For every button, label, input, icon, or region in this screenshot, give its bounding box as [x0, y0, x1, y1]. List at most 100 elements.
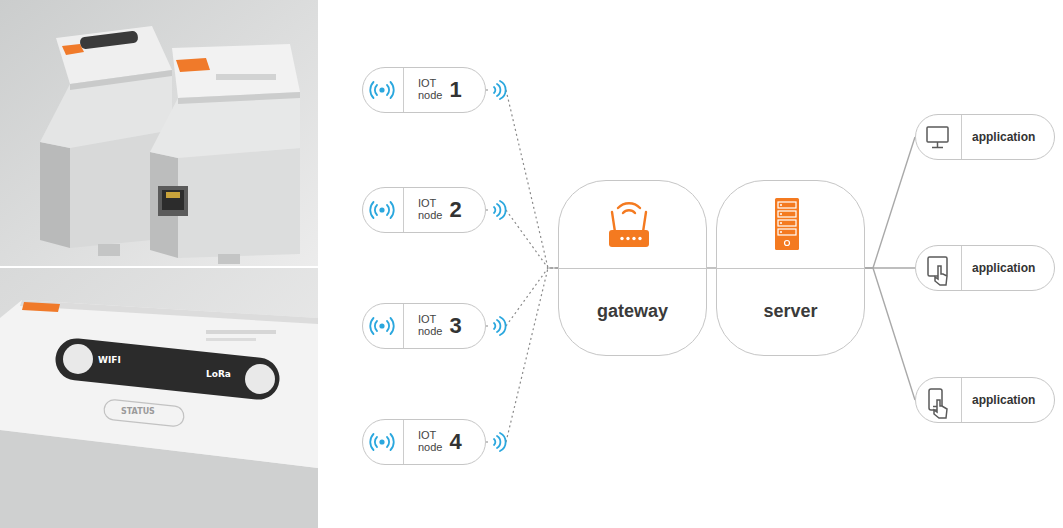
monitor-icon — [927, 127, 948, 142]
text-area: gateway — [559, 269, 706, 356]
node-label: IOT node — [418, 314, 442, 337]
server-icon — [780, 213, 782, 215]
signal-icon — [494, 317, 506, 335]
phone-touch-icon — [934, 400, 947, 418]
node-label: application — [972, 393, 1035, 407]
device-photo-top — [0, 0, 318, 266]
device-photo-top — [79, 31, 138, 50]
device-photo-bottom — [20, 300, 318, 324]
node-label: application — [972, 130, 1035, 144]
node-number: 4 — [449, 429, 461, 455]
text-area: application — [961, 378, 1054, 422]
node-label: IOT node — [418, 78, 442, 101]
device-photo-top — [216, 74, 276, 80]
device-photo-bottom — [0, 268, 318, 528]
iot-node-box: IOT node 4 — [362, 419, 486, 465]
node-label: application — [972, 261, 1035, 275]
application-box: application — [915, 377, 1055, 423]
server-icon — [780, 204, 782, 206]
text-area: application — [961, 115, 1054, 159]
monitor-icon — [927, 127, 948, 148]
node-number: 2 — [449, 197, 461, 223]
server-icon — [775, 198, 799, 250]
device-photo-bottom — [0, 300, 318, 468]
router-icon — [620, 237, 623, 240]
tablet-touch-icon — [928, 257, 947, 285]
iot-node-box: IOT node 3 — [362, 303, 486, 349]
network-link — [865, 137, 915, 268]
router-icon — [632, 237, 635, 240]
device-photo-top — [70, 70, 172, 90]
device-photo-bottom — [103, 399, 185, 427]
device-photo-top — [178, 148, 300, 258]
wireless-icon — [370, 318, 393, 334]
device-photo-bottom — [206, 330, 276, 334]
hub-divider — [559, 181, 706, 269]
device-photo-top — [178, 92, 300, 104]
signal-icon — [488, 79, 506, 453]
iot-node-box: IOT node 2 — [362, 187, 486, 233]
device-photo-bottom — [22, 302, 60, 312]
device-photo-bottom — [206, 338, 256, 341]
hub-box: server — [716, 180, 865, 356]
wireless-icon — [370, 434, 393, 450]
router-icon — [612, 212, 615, 232]
network-link — [865, 268, 915, 400]
application-box: application — [915, 245, 1055, 291]
text-area: IOT node 2 — [403, 188, 476, 232]
wireless-icon — [370, 82, 393, 98]
node-label: IOT node — [418, 198, 442, 221]
server-icon — [778, 211, 796, 217]
device-photo-bottom — [53, 336, 281, 401]
signal-icon — [494, 433, 506, 451]
device-photo-top — [0, 0, 318, 266]
device-photo-top — [162, 190, 184, 210]
device-photo-top — [166, 192, 180, 198]
device-marking: STATUS — [121, 408, 155, 416]
router-icon — [638, 237, 641, 240]
server-icon — [775, 198, 799, 250]
hub-divider — [717, 181, 864, 269]
iot-node-box: IOT node 1 — [362, 67, 486, 113]
device-photo-top — [172, 44, 300, 98]
signal-icon — [488, 315, 506, 337]
device-photo-top — [98, 244, 120, 256]
wireless-icon — [370, 82, 393, 450]
node-number: 3 — [449, 313, 461, 339]
node-label: IOT node — [418, 430, 442, 453]
wireless-link — [486, 90, 558, 268]
text-area: IOT node 4 — [403, 420, 476, 464]
device-photo-bottom — [63, 344, 93, 374]
phone-touch-icon — [929, 389, 947, 418]
node-label: server — [763, 301, 817, 322]
hub-box: gateway — [558, 180, 707, 356]
tablet-touch-icon — [935, 266, 947, 285]
text-area: IOT node 1 — [403, 68, 476, 112]
device-photo-top — [158, 186, 188, 216]
node-label: gateway — [597, 301, 668, 322]
device-marking: WIFI — [98, 356, 121, 365]
server-icon — [785, 241, 790, 246]
device-photo-top — [40, 70, 172, 148]
device-photo-top — [176, 58, 210, 72]
device-photo-top — [150, 92, 300, 158]
monitor-icon — [937, 142, 939, 147]
router-icon — [643, 212, 646, 232]
text-area: IOT node 3 — [403, 304, 476, 348]
router-icon — [609, 203, 649, 247]
server-icon — [778, 220, 796, 226]
device-photo-top — [218, 254, 240, 264]
signal-icon — [488, 431, 506, 453]
signal-icon — [488, 199, 506, 221]
wireless-link — [486, 268, 558, 442]
node-number: 1 — [449, 77, 461, 103]
signal-icon — [494, 81, 506, 99]
device-marking: LoRa — [206, 370, 231, 379]
server-icon — [780, 222, 782, 224]
server-icon — [778, 229, 796, 235]
wireless-icon — [370, 202, 393, 218]
monitor-icon — [932, 147, 943, 149]
application-box: application — [915, 114, 1055, 160]
